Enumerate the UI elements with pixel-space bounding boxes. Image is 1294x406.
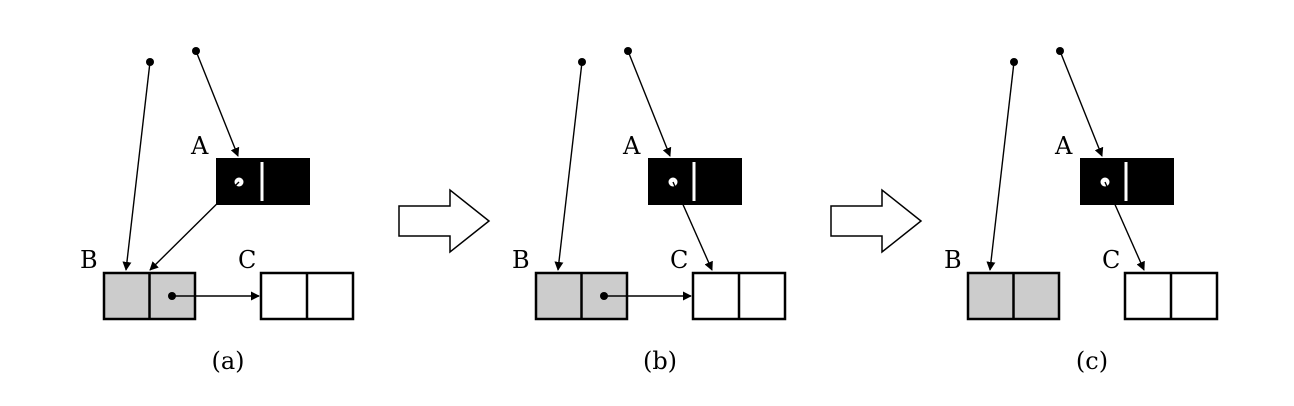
- label-c: C: [238, 246, 256, 274]
- label-b: B: [80, 246, 98, 274]
- transition-arrow-1: [398, 188, 491, 254]
- panel-c: A B C (c): [944, 47, 1219, 375]
- label-c: C: [1102, 246, 1120, 274]
- label-c: C: [670, 246, 688, 274]
- panel-a: A B C (a): [80, 47, 355, 375]
- object-a-pointer-arrow: [672, 181, 713, 271]
- label-a: A: [622, 132, 641, 160]
- label-a: A: [1054, 132, 1073, 160]
- label-b: B: [512, 246, 530, 274]
- object-a-pointer-arrow: [1104, 181, 1145, 271]
- label-a: A: [190, 132, 209, 160]
- caption-a: (a): [211, 347, 244, 375]
- caption-c: (c): [1076, 347, 1108, 375]
- transition-arrow-2: [830, 188, 923, 254]
- root-pointer-2-arrow: [1059, 50, 1104, 157]
- object-a-pointer-arrow: [149, 181, 240, 271]
- root-pointer-1-arrow: [122, 61, 151, 271]
- label-b: B: [944, 246, 962, 274]
- panel-b: A B C (b): [512, 47, 787, 375]
- root-pointer-1-arrow: [986, 61, 1015, 271]
- caption-b: (b): [643, 347, 677, 375]
- root-pointer-2-arrow: [195, 50, 240, 157]
- root-pointer-2-arrow: [627, 50, 672, 157]
- root-pointer-1-arrow: [554, 61, 583, 271]
